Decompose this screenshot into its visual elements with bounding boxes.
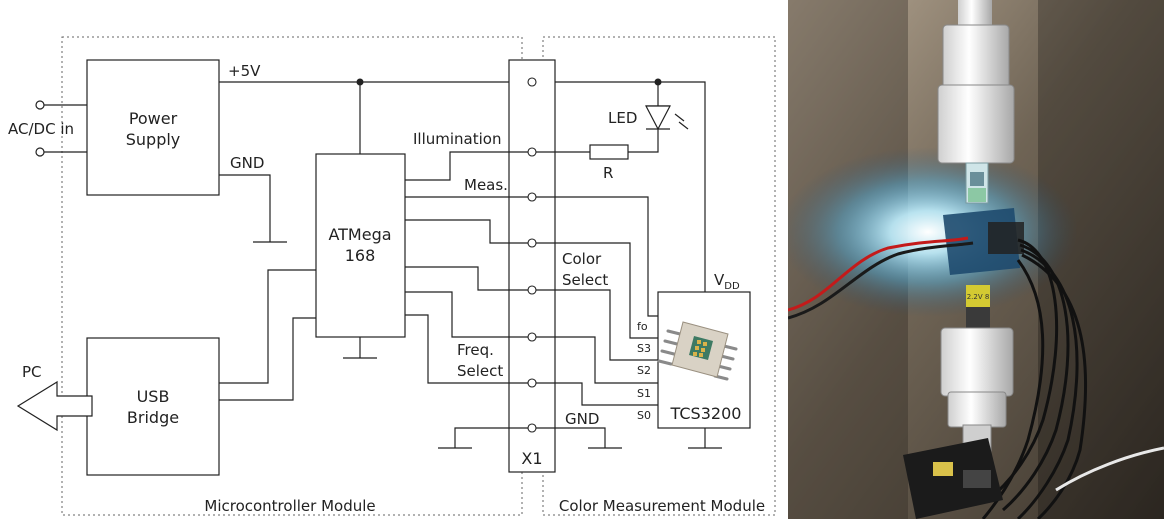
- freq-select-label-1: Freq.: [457, 341, 494, 359]
- lower-nut: [940, 327, 1014, 397]
- circuit-schematic: AC/DC in Power Supply +5V GND ATMega 168…: [8, 36, 776, 516]
- pcb-board: [903, 438, 1003, 519]
- pin-s0: S0: [637, 409, 651, 422]
- tube-top: [958, 0, 992, 28]
- vdd-label: VDD: [714, 271, 740, 292]
- meas-label: Meas.: [464, 176, 508, 194]
- red-wire: [788, 236, 969, 312]
- atmega-block: [315, 153, 406, 338]
- upper-nut: [937, 84, 1015, 164]
- microcontroller-module-boundary: [61, 36, 523, 516]
- plus5v-label: +5V: [228, 62, 261, 80]
- pcb-component: [933, 462, 953, 476]
- led-symbol: [645, 105, 671, 131]
- microcontroller-module-label: Microcontroller Module: [204, 497, 375, 515]
- gnd-power-label: GND: [230, 154, 264, 172]
- pin-s2: S2: [637, 364, 651, 377]
- pc-label: PC: [22, 363, 42, 381]
- x1-pins: [527, 77, 537, 433]
- usb-bridge-label-2: Bridge: [127, 408, 179, 427]
- color-select-label-2: Select: [562, 271, 608, 289]
- power-supply-block: [86, 59, 220, 196]
- atmega-label-2: 168: [345, 246, 376, 265]
- device-photo: 2.2V 8: [788, 0, 1164, 519]
- chip-label: 2.2V 8: [967, 293, 990, 301]
- tcs3200-label: TCS3200: [670, 404, 742, 423]
- power-supply-label-2: Supply: [126, 130, 181, 149]
- pin-s3: S3: [637, 342, 651, 355]
- ac-input-terminal-2: [35, 147, 45, 157]
- x1-label: X1: [521, 449, 542, 468]
- resistor: [589, 144, 629, 160]
- illumination-label: Illumination: [413, 130, 501, 148]
- atmega-label-1: ATMega: [328, 225, 391, 244]
- usb-bridge-block: [86, 337, 220, 476]
- power-supply-label-1: Power: [129, 109, 178, 128]
- pc-arrow: [16, 380, 93, 432]
- tcs3200-chip-image: [657, 321, 738, 381]
- freq-select-label-2: Select: [457, 362, 503, 380]
- color-measurement-module-label: Color Measurement Module: [559, 497, 765, 515]
- resistor-label: R: [603, 164, 613, 182]
- usb-bridge-label-1: USB: [137, 387, 170, 406]
- white-wire: [1055, 446, 1164, 492]
- gnd-x1-label: GND: [565, 410, 599, 428]
- led-label: LED: [608, 109, 637, 127]
- color-select-label-1: Color: [562, 250, 602, 268]
- cable-bundle: [981, 238, 1088, 519]
- ac-input-terminal-1: [35, 100, 45, 110]
- chip-label-band: [966, 285, 990, 307]
- ac-dc-in-label: AC/DC in: [8, 120, 74, 138]
- x1-connector: [508, 59, 556, 473]
- pin-s1: S1: [637, 387, 651, 400]
- top-fitting: [942, 24, 1010, 91]
- pin-fo: fo: [637, 320, 648, 333]
- bottom-fitting: [947, 391, 1007, 428]
